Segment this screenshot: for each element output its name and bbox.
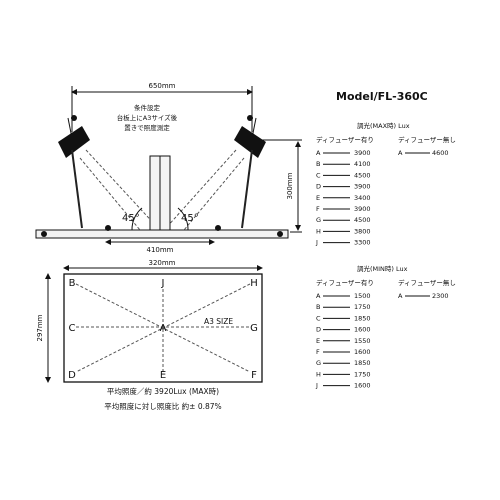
min-row-point: A: [316, 292, 321, 300]
max-col-without: ディフューザー無し: [398, 135, 456, 144]
max-row-point: F: [316, 205, 320, 213]
max-without-point: A: [398, 149, 403, 157]
arm-left: [71, 149, 83, 229]
point-c: C: [69, 323, 76, 334]
max-row-point: C: [316, 171, 321, 179]
angle-right-label: 45°: [181, 213, 199, 224]
clamp-left: [105, 225, 111, 231]
span-label: 650mm: [149, 82, 176, 90]
base-width-label: 410mm: [147, 246, 174, 254]
lamp-left: [58, 115, 90, 158]
min-col-without: ディフューザー無し: [398, 278, 456, 287]
angle-arc-left: [131, 207, 143, 231]
max-row-value: 3300: [354, 239, 371, 247]
min-row-value: 1600: [354, 382, 371, 390]
diagonal-2: [75, 283, 251, 373]
min-row-point: J: [315, 382, 318, 390]
min-row-point: F: [316, 348, 320, 356]
sheet-height-label: 297mm: [36, 314, 44, 341]
min-row-point: C: [316, 314, 321, 322]
measurement-sheet: 320mm 297mm B J H C A G D E F A3 SIZE: [36, 259, 263, 383]
point-d: D: [68, 370, 76, 381]
uniformity-ratio: 平均照度に対し照度比 約± 0.87%: [104, 401, 221, 411]
min-col-with: ディフューザー有り: [316, 278, 374, 287]
max-row-value: 4500: [354, 216, 371, 224]
lamp-right: [234, 115, 266, 158]
sheet-size-label: A3 SIZE: [204, 317, 233, 326]
angle-left-label: 45°: [122, 213, 140, 224]
max-row-value: 3900: [354, 205, 371, 213]
max-row-point: E: [316, 194, 320, 202]
point-f: F: [251, 370, 257, 381]
min-row-point: B: [316, 303, 320, 311]
setup-note-line-3: 置きで照度測定: [124, 123, 170, 132]
angle-arc-right: [177, 207, 189, 231]
min-row-value: 1750: [354, 370, 371, 378]
min-row-value: 1850: [354, 359, 371, 367]
max-row-point: D: [316, 183, 321, 191]
point-h: H: [250, 278, 258, 289]
max-row-point: H: [316, 227, 321, 235]
beam-right-2: [183, 157, 245, 231]
height-label: 300mm: [286, 172, 294, 199]
arm-right: [241, 149, 253, 229]
average-illuminance: 平均照度／約 3920Lux (MAX時): [107, 386, 219, 396]
max-row-value: 3900: [354, 183, 371, 191]
min-row-value: 1550: [354, 337, 371, 345]
sheet-width-label: 320mm: [149, 259, 176, 267]
min-table-title: 調光(MIN時) Lux: [357, 264, 408, 273]
point-e: E: [160, 370, 166, 381]
setup-note-line-2: 台板上にA3サイズ後: [117, 113, 178, 122]
max-row-value: 3900: [354, 149, 371, 157]
max-row-point: J: [315, 239, 318, 247]
max-row-value: 3400: [354, 194, 371, 202]
point-a: A: [160, 323, 167, 334]
min-row-point: G: [316, 359, 321, 367]
min-row-point: D: [316, 326, 321, 334]
max-without-value: 4600: [432, 149, 449, 157]
min-row-value: 1750: [354, 303, 371, 311]
knob-left: [41, 231, 47, 237]
min-row-point: H: [316, 370, 321, 378]
min-row-value: 1850: [354, 314, 371, 322]
max-row-value: 4500: [354, 171, 371, 179]
min-without-point: A: [398, 292, 403, 300]
setup-note-line-1: 条件設定: [134, 103, 161, 112]
beam-left-1: [85, 149, 159, 229]
model-title: Model/FL-360C: [336, 90, 428, 103]
max-table-title: 調光(MAX時) Lux: [357, 121, 410, 130]
min-row-value: 1600: [354, 348, 371, 356]
max-col-with: ディフューザー有り: [316, 135, 374, 144]
min-row-value: 1600: [354, 326, 371, 334]
max-row-point: A: [316, 149, 321, 157]
clamp-right: [215, 225, 221, 231]
min-row-value: 1500: [354, 292, 371, 300]
stand-side-view: 650mm 条件設定 台板上にA3サイズ後 置きで照度測定: [35, 82, 302, 254]
point-b: B: [69, 278, 76, 289]
beam-left-2: [79, 157, 141, 231]
max-row-value: 4100: [354, 160, 371, 168]
point-g: G: [250, 323, 258, 334]
max-row-value: 3800: [354, 227, 371, 235]
base-bar: [35, 229, 289, 239]
beam-right-1: [165, 149, 237, 229]
max-row-point: G: [316, 216, 321, 224]
max-row-point: B: [316, 160, 320, 168]
point-j: J: [161, 278, 165, 289]
min-row-point: E: [316, 337, 320, 345]
knob-right: [277, 231, 283, 237]
min-without-value: 2300: [432, 292, 449, 300]
